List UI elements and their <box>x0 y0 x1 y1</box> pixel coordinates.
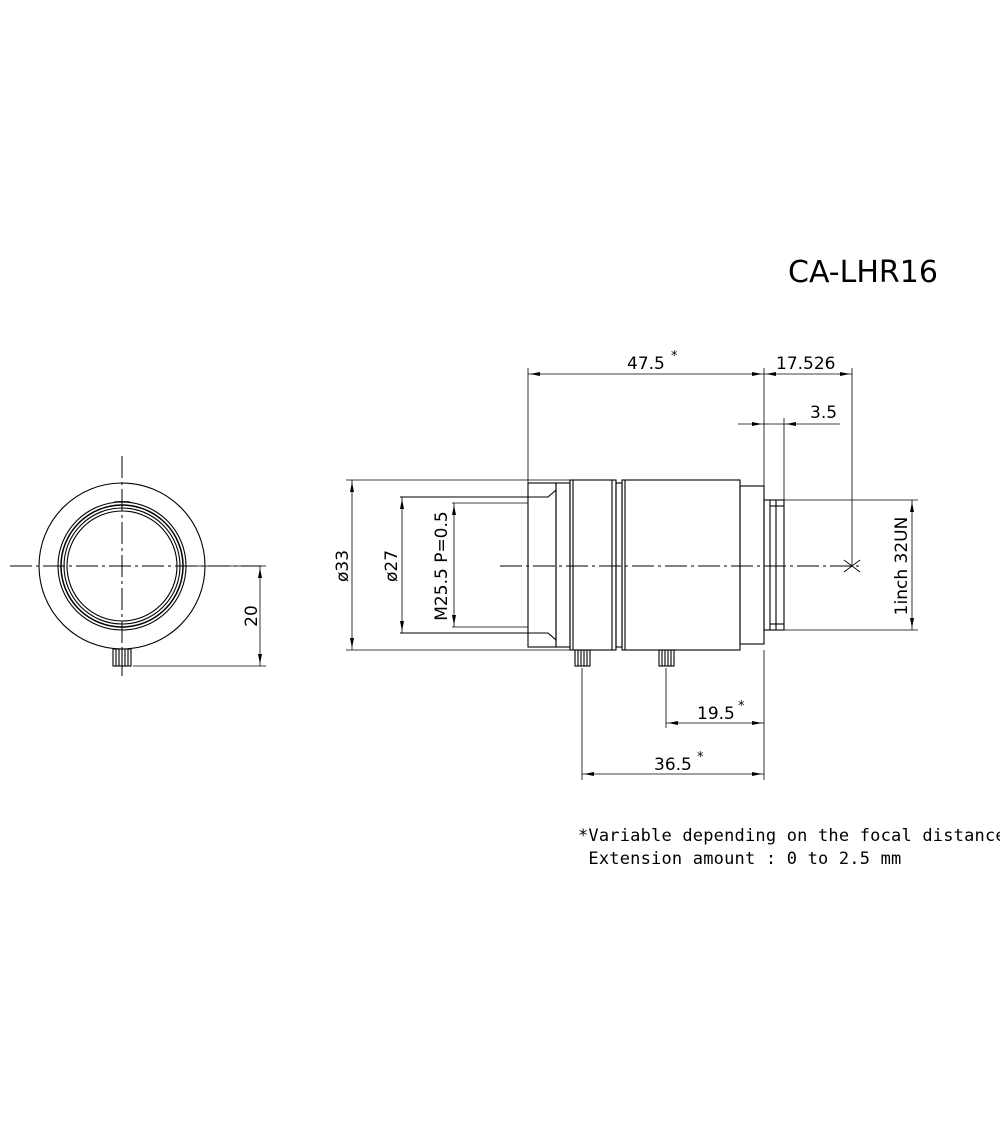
dim-mount-depth: 3.5 <box>810 403 837 423</box>
dim-flange-back: 17.526 <box>776 354 835 374</box>
dim-iris-screw: 36.5 <box>654 755 692 775</box>
dim-mount-thread: 1inch 32UN <box>892 517 912 616</box>
dim-outer-diameter: ø33 <box>333 550 353 582</box>
dim-filter-diameter: ø27 <box>382 550 402 582</box>
dim-focus-screw: 19.5 <box>697 704 735 724</box>
note-extension: Extension amount : 0 to 2.5 mm <box>578 849 902 869</box>
dim-overall-length-mark: * <box>671 349 678 364</box>
dim-iris-screw-mark: * <box>697 750 704 765</box>
dim-filter-thread: M25.5 P=0.5 <box>432 511 452 620</box>
front-view: 20 <box>10 456 266 676</box>
note-variable: *Variable depending on the focal distanc… <box>578 826 1000 846</box>
dim-focus-screw-mark: * <box>738 699 745 714</box>
side-view: 47.5 * 17.526 3.5 ø33 ø27 M25.5 <box>333 349 918 780</box>
iris-screw <box>574 649 591 667</box>
front-screw <box>112 648 132 667</box>
dim-overall-length: 47.5 <box>627 354 665 374</box>
model-title: CA-LHR16 <box>788 255 938 290</box>
focus-screw <box>658 649 675 667</box>
dim-screw-height: 20 <box>242 605 262 627</box>
